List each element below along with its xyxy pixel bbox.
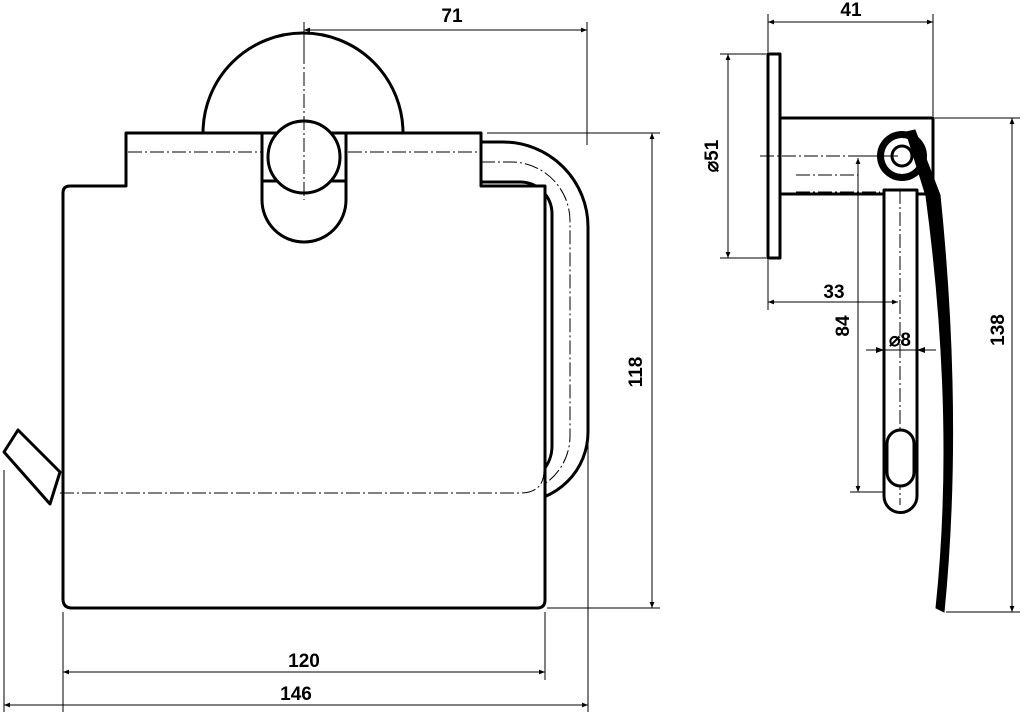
dim-text-120: 120 (288, 651, 320, 672)
side-bar-end-slot (885, 428, 916, 488)
side-view (760, 52, 954, 613)
dim-text-138: 138 (988, 314, 1009, 346)
front-paper-roll-outline (60, 469, 545, 494)
front-cover (61, 131, 547, 610)
dim-text-41: 41 (840, 0, 862, 21)
front-rosette (201, 31, 405, 135)
side-cover-flap (905, 129, 954, 613)
dim-text-71: 71 (441, 6, 463, 27)
dim-text-118: 118 (626, 357, 647, 388)
dim-text-33: 33 (823, 282, 844, 303)
dim-text-84: 84 (833, 315, 854, 337)
front-paper-lever (2, 428, 62, 506)
dim-text-146: 146 (280, 684, 312, 705)
front-view (2, 31, 590, 610)
side-dimensions: 41 ⌀51 33 84 ⌀8 138 (702, 0, 1020, 613)
dim-text-8: ⌀8 (889, 330, 911, 351)
dim-text-51: ⌀51 (702, 139, 723, 172)
front-dimensions: 71 118 120 146 (3, 6, 660, 712)
